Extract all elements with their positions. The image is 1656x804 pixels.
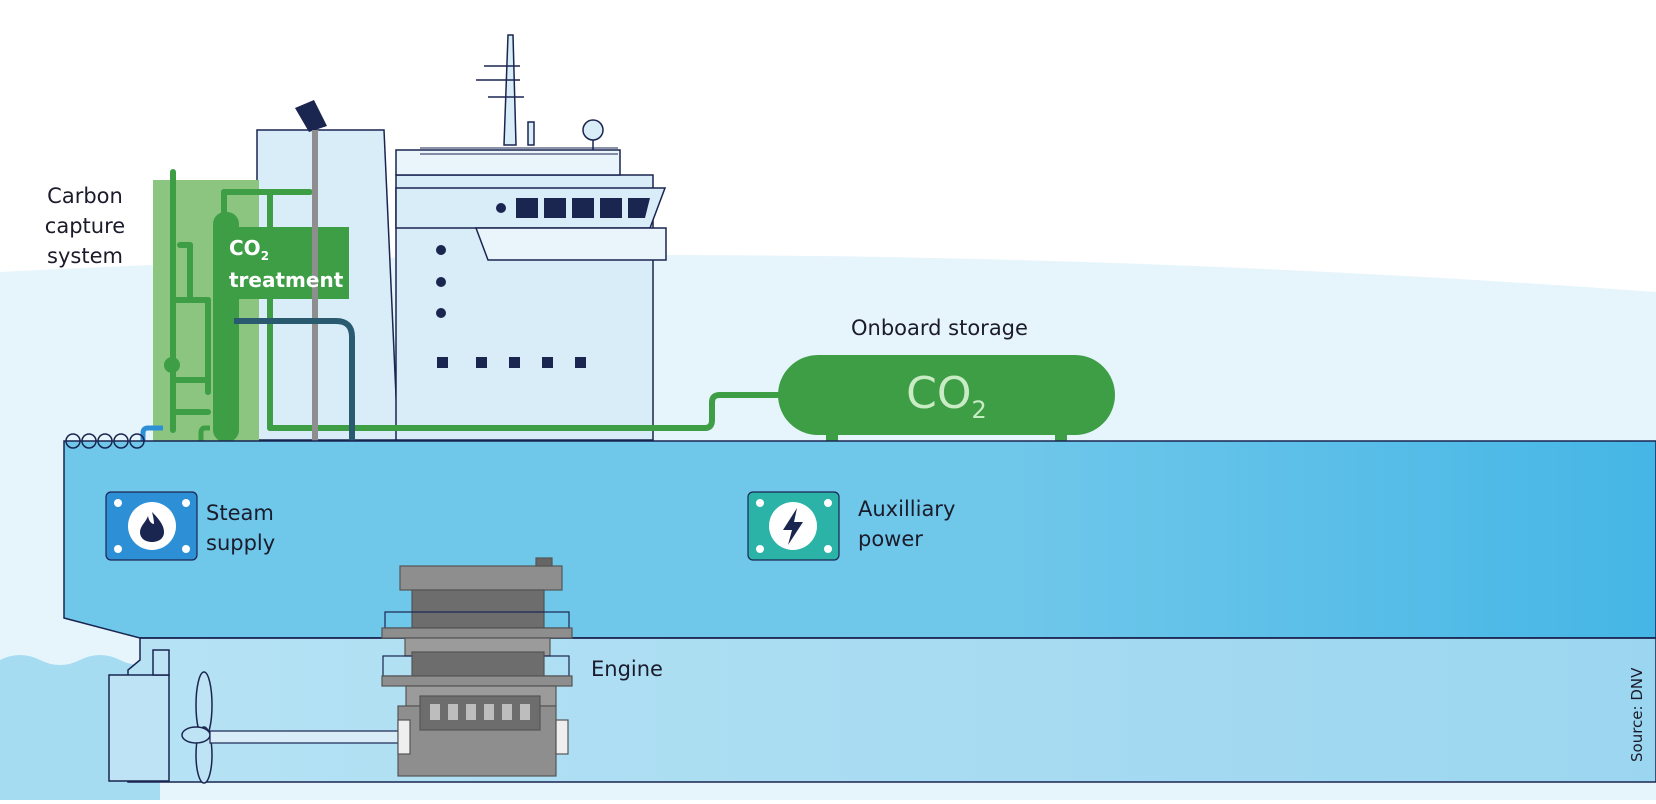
co2-treatment-prefix: CO [229,236,261,260]
engine-cylinders [430,704,530,720]
tank-co2-prefix: CO [906,368,972,419]
aux-line1: Auxilliary [858,497,956,521]
carbon-capture-line3: system [47,244,123,268]
engine [381,557,573,777]
aux-line2: power [858,527,923,551]
steam-supply-label: Steam supply [206,498,275,558]
source-credit: Source: DNV [1628,667,1646,762]
bridge-top [395,149,621,176]
co2-treatment-label: CO2 treatment [229,236,343,292]
rudder-post [152,649,170,676]
top-railing [420,147,618,155]
flame-icon [140,512,164,542]
engine-label: Engine [591,657,663,681]
storage-tank [778,355,1115,435]
lower-hull [127,637,1656,783]
onboard-storage-label: Onboard storage [851,316,1028,340]
deck-coils [65,433,145,449]
exhaust-cap [295,100,327,132]
bridge-deck [474,227,667,261]
prop-shaft [209,730,401,744]
portholes [436,245,586,368]
steam-line2: supply [206,531,276,555]
steam-line1: Steam [206,501,274,525]
capture-valve [164,357,180,373]
tank-co2-label: CO2 [778,370,1115,434]
co2-treatment-box [219,227,349,299]
lightning-icon [783,508,803,545]
aux-power-label: Auxilliary power [858,494,955,554]
co2-treatment-sub: 2 [260,249,270,263]
propeller [181,671,213,784]
steam-pipe [140,425,163,492]
tank-co2-sub: 2 [971,395,987,424]
co2-treatment-word: treatment [229,268,344,292]
carbon-capture-line1: Carbon [47,184,123,208]
rudder [108,674,170,782]
carbon-capture-label: Carbon capture system [30,181,140,271]
mast [476,34,604,150]
carbon-capture-line2: capture [44,214,126,238]
bridge-windows [496,198,650,218]
capture-pipes [170,169,788,433]
